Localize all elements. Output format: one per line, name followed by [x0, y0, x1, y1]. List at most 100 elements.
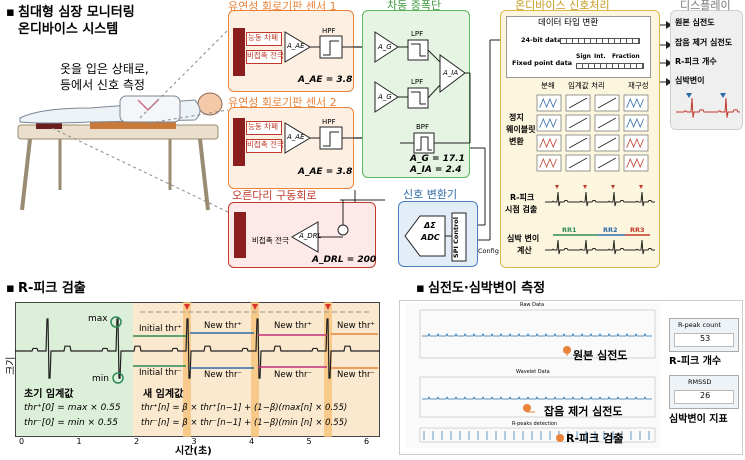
sensor1-active-label: 능동 차폐	[248, 33, 278, 42]
wavelet-panel	[623, 134, 649, 152]
drl-amp-label: A_DRL	[299, 232, 322, 240]
new-threshold-title: 새 임계값	[143, 389, 184, 400]
time-tick-label: 5	[306, 437, 312, 446]
measurement-note-line1: 옷을 입은 상태로,	[60, 62, 149, 76]
new-thr-pos-label-3: New thr⁺	[337, 321, 375, 331]
diff-amp-lpf1-label: LPF	[411, 30, 424, 38]
system-bullet: ▪	[6, 5, 15, 20]
rpeak-bullet: ▪	[6, 281, 15, 296]
sensor1-gain: A_AE = 3.8	[298, 75, 353, 85]
max-label: max	[88, 314, 108, 324]
init-threshold-formula-1: thr⁺[0] = max × 0.55	[24, 403, 121, 413]
sign-label: Sign	[576, 53, 591, 60]
bed-illustration	[17, 121, 219, 211]
wavelet-panel-trace	[597, 157, 617, 169]
drl-electrode	[234, 212, 246, 258]
new-thr-neg-label-3: New thr⁻	[337, 370, 375, 380]
rpeak-panel-title: R-peaks detection	[512, 421, 558, 427]
sensor2-amp-label: A_AE	[287, 133, 305, 141]
time-tick-label: 3	[191, 437, 197, 446]
display-panel	[670, 10, 743, 130]
sensor1-electrode-box	[246, 50, 282, 64]
sensor1-hpf-label: HPF	[322, 27, 336, 35]
wavelet-panel	[536, 134, 562, 152]
hrv-heading: 심전도·심박변이 측정	[428, 281, 546, 296]
rmssd-value: 26	[700, 391, 711, 400]
wavelet-label-l1: 정지	[509, 113, 524, 122]
rpeak-detect-label-l2: 시점 검출	[505, 205, 538, 214]
display-item-raw: 원본 심전도	[675, 18, 715, 27]
wavelet-panel	[536, 154, 562, 172]
system-title-line2: 온디바이스 시스템	[18, 22, 119, 37]
data-type-title: 데이터 타입 변환	[538, 18, 599, 28]
sensor2-active-label: 능동 차폐	[248, 122, 278, 131]
sensor1-active-shield-box	[246, 32, 282, 46]
wavelet-panel	[623, 154, 649, 172]
drl-gain: A_DRL = 200	[312, 255, 377, 265]
sensor1-title: 유연성 회로기판 센서 1	[228, 0, 337, 13]
converter-title: 신호 변환기	[403, 188, 458, 201]
diff-amp-bpf-label: BPF	[416, 123, 430, 131]
display-item-hrv: 심박변이	[675, 76, 705, 85]
rr1-label: RR1	[562, 226, 577, 234]
raw-panel-title: Raw Data	[520, 302, 545, 308]
rpeak-ylabel: 크기	[6, 356, 17, 375]
drl-title: 오른다리 구동회로	[232, 189, 317, 202]
rpeak-detect-result-label: R-피크 검출	[566, 432, 624, 445]
diff-amp-g1-label: A_G	[378, 43, 392, 51]
fraction-label: Fraction	[612, 53, 640, 60]
sensor2-title: 유연성 회로기판 센서 2	[228, 96, 337, 109]
wavelet-label-l2: 웨이블릿	[506, 125, 536, 134]
denoised-ecg-label: 잡음 제거 심전도	[544, 405, 623, 418]
diff-amp-gain-g: A_G = 17.1	[410, 154, 465, 164]
wavelet-panel-trace	[626, 117, 644, 129]
processing-title: 온디바이스 신호처리	[515, 0, 610, 12]
rpeak-heading: R-피크 검출	[18, 281, 86, 296]
wavelet-panel-trace	[568, 137, 588, 149]
wavelet-panel-trace	[568, 117, 588, 129]
adc-line1: ΔΣ	[424, 221, 436, 230]
new-threshold-formula-1: thr⁺[n] = β × thr⁺[n−1] + (1−β)(max[n] ×…	[141, 403, 348, 413]
drl-electrode-label: 비접촉 전극	[252, 236, 289, 245]
new-thr-pos-label-1: New thr⁺	[204, 321, 242, 331]
sensor1-amp-label: A_AE	[287, 42, 305, 50]
time-tick-label: 6	[364, 437, 370, 446]
rpeak-count-label: R-피크 개수	[669, 356, 722, 367]
wavelet-panel-trace	[626, 137, 644, 149]
new-threshold-formula-2: thr⁻[n] = β × thr⁻[n−1] + (1−β)(min [n] …	[141, 418, 348, 428]
bit24-register	[560, 38, 640, 44]
measurement-note-line2: 등에서 신호 측정	[60, 78, 145, 92]
wavelet-panel-trace	[539, 97, 557, 109]
sensor2-electrode-label: 비접촉 전극	[247, 140, 284, 149]
hrv-calc-label-l1: 심박 변이	[507, 234, 540, 243]
display-item-rpeak: R-피크 개수	[675, 57, 717, 66]
hrv-bullet: ▪	[416, 281, 425, 296]
wavelet-panel	[623, 94, 649, 112]
rpeak-count-value: 53	[700, 334, 711, 343]
wavelet-panel	[536, 114, 562, 132]
diff-amp-g2-label: A_G	[378, 93, 392, 101]
sensor2-hpf-label: HPF	[322, 118, 336, 126]
diff-amp-gain-ia: A_IA = 2.4	[410, 165, 462, 175]
initial-thr-pos-label: Initial thr⁺	[139, 324, 182, 334]
time-tick-label: 1	[76, 437, 82, 446]
rmssd-title: RMSSD	[688, 378, 712, 386]
sensor2-electrode-box	[246, 139, 282, 153]
wavelet-panel-trace	[626, 157, 644, 169]
min-label: min	[92, 374, 109, 384]
diff-amp-lpf2-label: LPF	[411, 78, 424, 86]
init-threshold-title: 초기 임계값	[24, 389, 74, 400]
wavelet-panel-trace	[626, 97, 644, 109]
rpeak-count-field	[674, 333, 734, 347]
display-item-denoised: 잡음 제거 심전도	[675, 38, 733, 47]
bit24-label: 24-bit data	[521, 36, 562, 44]
rpeak-init-region	[15, 302, 133, 437]
time-tick-label: 2	[134, 437, 140, 446]
time-tick-label: 0	[19, 437, 25, 446]
wavelet-panel-trace	[597, 97, 617, 109]
rmssd-field	[674, 390, 734, 404]
rpeak-detect-label-l1: R-피크	[510, 193, 535, 202]
sensor2-electrode	[233, 118, 245, 166]
int-label: Int.	[594, 53, 606, 60]
diff-amp-title: 차동 증폭단	[387, 0, 442, 12]
